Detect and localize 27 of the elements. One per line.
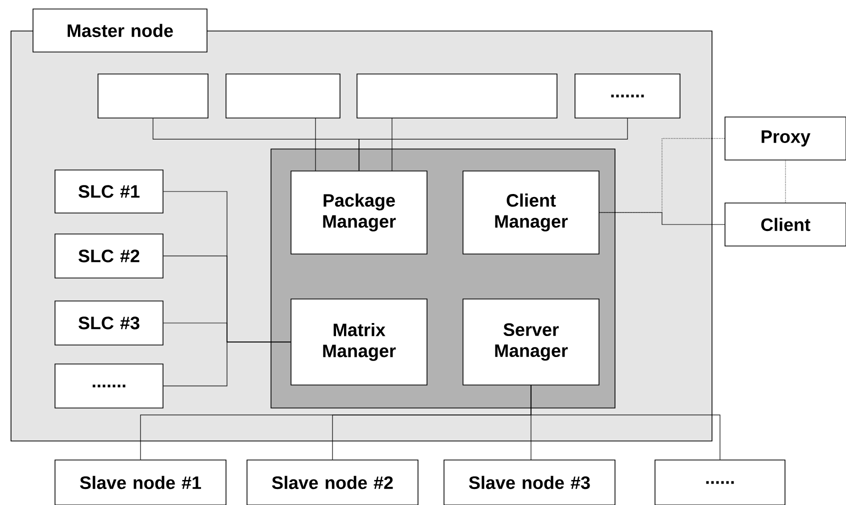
library-box <box>98 74 208 118</box>
slave-node-box: Slave node #3 <box>444 460 616 505</box>
connector-line <box>530 384 532 460</box>
manager-box: Package Manager <box>290 170 428 254</box>
slave-node-box: Slave node #1 <box>54 460 226 505</box>
connector-line <box>315 118 316 172</box>
connector-line <box>530 385 720 460</box>
proxy-box: Proxy <box>724 116 846 160</box>
slc-box: ....... <box>54 364 164 408</box>
manager-box: Server Manager <box>462 298 600 386</box>
slc-box: SLC #3 <box>54 300 164 346</box>
connector-line <box>163 342 291 386</box>
slave-node-box: ...... <box>654 460 786 505</box>
connector-line <box>785 160 786 204</box>
slc-box: SLC #2 <box>54 234 164 278</box>
manager-box: Client Manager <box>462 170 600 254</box>
library-box: ....... <box>574 74 680 118</box>
client-box: Client <box>724 202 846 246</box>
connector-line <box>599 212 725 225</box>
library-box <box>226 74 340 118</box>
slave-node-box: Slave node #2 <box>246 460 418 505</box>
manager-box: Matrix Manager <box>290 298 428 386</box>
library-box <box>356 74 558 118</box>
heading-tab: Master node <box>32 8 208 52</box>
connector-line <box>599 138 725 213</box>
connector-line <box>358 118 628 171</box>
slc-box: SLC #1 <box>54 170 164 214</box>
